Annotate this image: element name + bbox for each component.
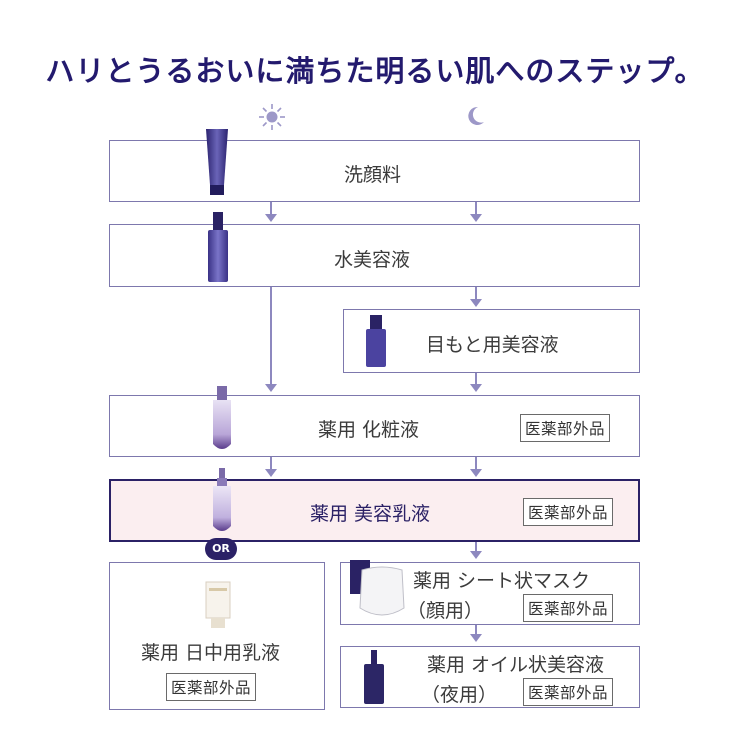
page-title: ハリとうるおいに満ちた明るい肌へのステップ。 (45, 54, 705, 88)
step-sheet-mask-sublabel: （顔用） (407, 600, 484, 622)
sheet-mask-image (350, 560, 405, 616)
quasi-drug-badge: 医薬部外品 (523, 678, 614, 706)
quasi-drug-badge: 医薬部外品 (166, 673, 257, 701)
oil-serum-bottle-image (364, 650, 384, 704)
quasi-drug-badge: 医薬部外品 (523, 594, 614, 622)
day-emulsion-tube-image (205, 581, 231, 628)
cleanser-tube-image (206, 129, 228, 195)
quasi-drug-badge: 医薬部外品 (520, 414, 611, 442)
step-serum-label: 水美容液 (334, 249, 411, 271)
or-badge: OR (205, 538, 237, 560)
step-oil-serum-sublabel: （夜用） (421, 684, 498, 706)
step-cleanser (109, 140, 640, 202)
eye-serum-bottle-image (366, 315, 386, 367)
step-day-emulsion-label: 薬用 日中用乳液 (141, 642, 281, 664)
lotion-bottle-image (213, 386, 231, 449)
step-emulsion-label: 薬用 美容乳液 (310, 503, 431, 525)
sun-icon (259, 104, 285, 130)
step-lotion-label: 薬用 化粧液 (318, 419, 420, 441)
emulsion-bottle-image (213, 468, 231, 531)
step-oil-serum-label: 薬用 オイル状美容液 (427, 654, 605, 676)
step-cleanser-label: 洗顔料 (344, 164, 402, 186)
quasi-drug-badge: 医薬部外品 (523, 498, 614, 526)
step-serum (109, 224, 640, 287)
serum-bottle-image (208, 212, 228, 282)
step-sheet-mask-label: 薬用 シート状マスク (413, 570, 591, 592)
step-eye-serum-label: 目もと用美容液 (426, 334, 559, 356)
step-eye-serum (343, 309, 640, 373)
moon-icon (468, 106, 484, 125)
